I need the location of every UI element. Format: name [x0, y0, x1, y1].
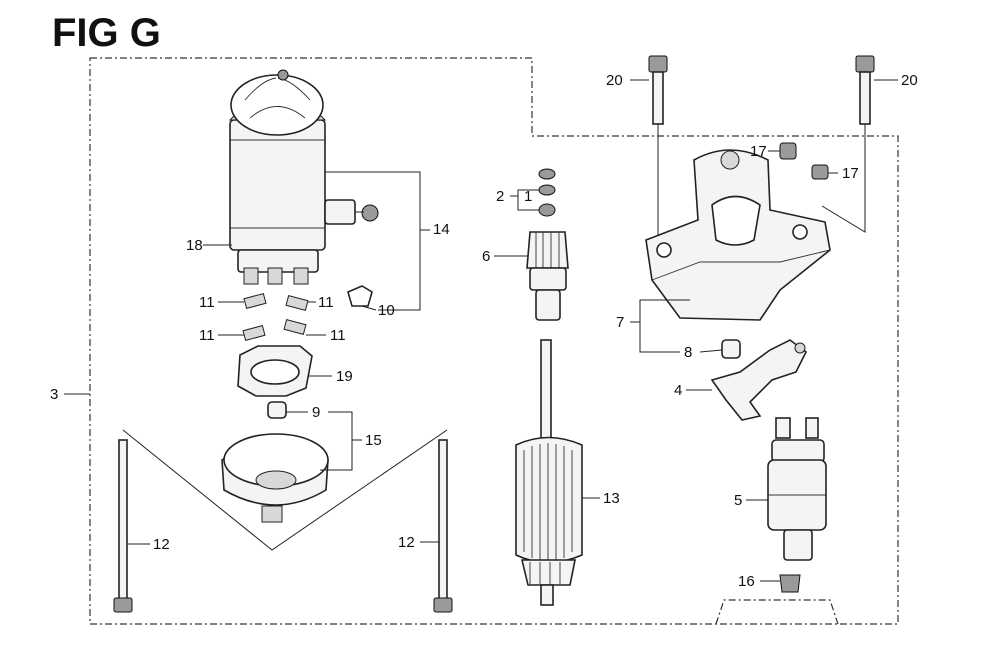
leader-lines: [64, 79, 898, 582]
pinion-gear: [526, 231, 569, 321]
callout-16: 16: [738, 573, 755, 590]
callout-2: 2: [496, 188, 504, 205]
callout-3: 3: [50, 386, 58, 403]
rear-cover: [221, 433, 329, 523]
callout-10: 10: [378, 302, 395, 319]
front-cover: [645, 149, 831, 321]
armature: [515, 339, 583, 606]
solenoid-base-boundary: [715, 599, 839, 625]
plunger-cap: [779, 574, 801, 593]
motor-yoke: [228, 69, 379, 285]
brush-holder-plate: [237, 345, 313, 397]
brush-springs: [242, 292, 309, 342]
callout-19: 19: [336, 368, 353, 385]
callout-11-c: 11: [199, 327, 215, 344]
callout-20-a: 20: [606, 72, 623, 89]
callout-17-b: 17: [842, 165, 859, 182]
callout-11-b: 11: [318, 294, 334, 311]
assembly-boundary: [89, 57, 899, 625]
callout-11-a: 11: [199, 294, 215, 311]
through-bolt-left: [113, 439, 133, 613]
callout-8: 8: [684, 344, 692, 361]
shift-lever: [710, 339, 808, 421]
callout-5: 5: [734, 492, 742, 509]
bolt-right: [855, 55, 875, 125]
callout-9: 9: [312, 404, 320, 421]
callout-12-a: 12: [153, 536, 170, 553]
callout-15: 15: [365, 432, 382, 449]
bushing: [267, 401, 287, 419]
callout-11-d: 11: [330, 327, 346, 344]
solenoid-switch: [767, 417, 827, 561]
stop-ring-set: [538, 168, 556, 217]
callout-13: 13: [603, 490, 620, 507]
callout-12-b: 12: [398, 534, 415, 551]
callout-18: 18: [186, 237, 203, 254]
callout-7: 7: [616, 314, 624, 331]
callout-4: 4: [674, 382, 682, 399]
nut-top: [779, 142, 797, 160]
through-bolt-right: [433, 439, 453, 613]
callout-14: 14: [433, 221, 450, 238]
callout-6: 6: [482, 248, 490, 265]
callout-1: 1: [524, 188, 532, 205]
bolt-right-axis: [821, 124, 866, 233]
front-bushing: [721, 339, 741, 359]
nut-right: [811, 164, 829, 180]
bolt-left: [648, 55, 668, 125]
bolt-leader-lines: [122, 429, 448, 551]
callout-20-b: 20: [901, 72, 918, 89]
terminal-clip: [347, 285, 373, 307]
callout-17-a: 17: [750, 143, 767, 160]
figure-title: FIG G: [52, 11, 161, 55]
